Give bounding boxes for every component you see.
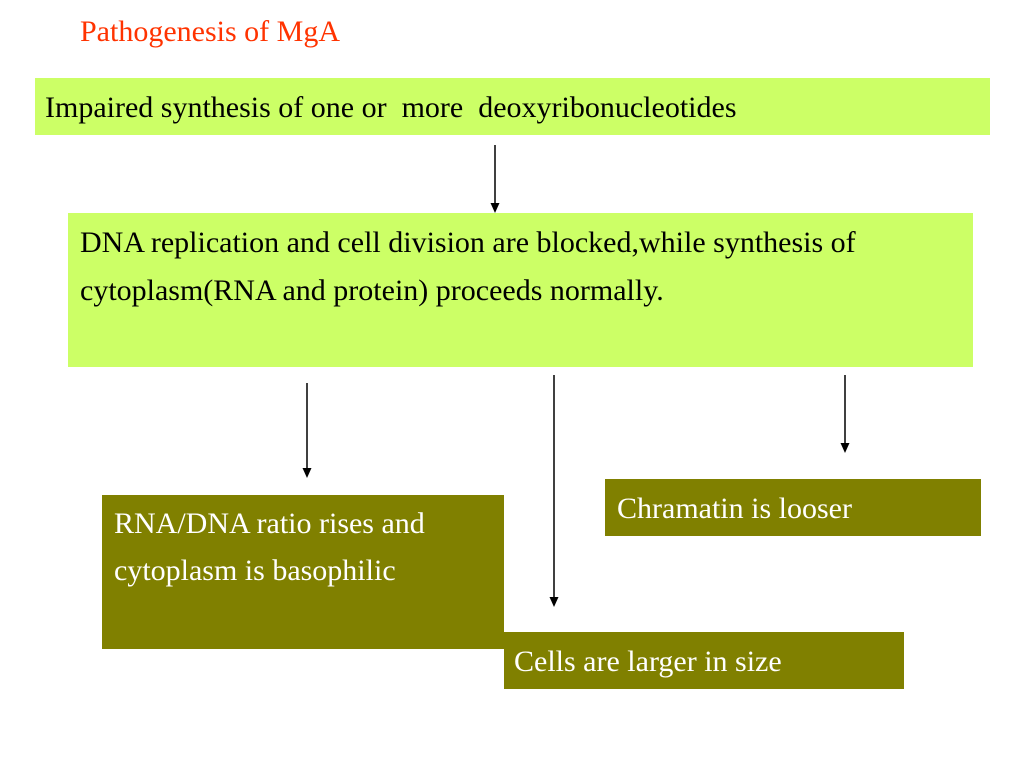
arrow-middle-to-cells [549, 375, 559, 607]
chromatin-looser-text: Chramatin is looser [617, 492, 852, 525]
dna-replication-blocked-box: DNA replication and cell division are bl… [68, 213, 973, 367]
arrow-top-to-middle [490, 145, 500, 213]
cells-larger-box: Cells are larger in size [504, 632, 904, 689]
page-title: Pathogenesis of MgA [80, 15, 340, 48]
arrow-middle-to-chromatin [840, 375, 850, 453]
cells-larger-text: Cells are larger in size [514, 645, 782, 678]
rna-dna-ratio-box: RNA/DNA ratio rises and cytoplasm is bas… [102, 495, 504, 649]
chromatin-looser-box: Chramatin is looser [605, 479, 981, 536]
impaired-synthesis-box: Impaired synthesis of one or more deoxyr… [35, 78, 990, 135]
dna-replication-blocked-text: DNA replication and cell division are bl… [80, 226, 856, 307]
rna-dna-ratio-text: RNA/DNA ratio rises and cytoplasm is bas… [114, 507, 425, 587]
arrow-middle-to-ratio [302, 383, 312, 478]
impaired-synthesis-text: Impaired synthesis of one or more deoxyr… [45, 91, 737, 124]
